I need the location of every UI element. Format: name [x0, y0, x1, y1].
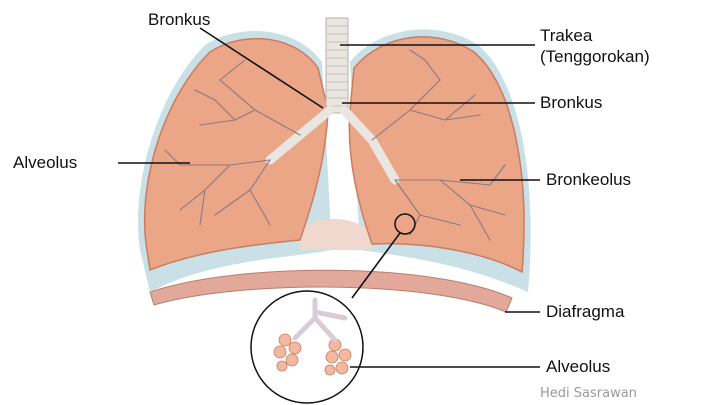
credit-text: Hedi Sasrawan: [540, 386, 637, 401]
label-tenggorokan: (Tenggorokan): [540, 48, 650, 66]
inset-circle: [251, 291, 363, 403]
label-trakea: Trakea: [540, 27, 592, 45]
label-bronkus-right: Bronkus: [540, 94, 602, 112]
label-bronkus-left: Bronkus: [148, 11, 210, 29]
label-alveolus-inset: Alveolus: [546, 358, 610, 376]
label-bronkeolus: Bronkeolus: [546, 171, 631, 189]
label-alveolus-left: Alveolus: [13, 154, 77, 172]
left-lung: [145, 39, 328, 270]
label-diafragma: Diafragma: [546, 303, 624, 321]
